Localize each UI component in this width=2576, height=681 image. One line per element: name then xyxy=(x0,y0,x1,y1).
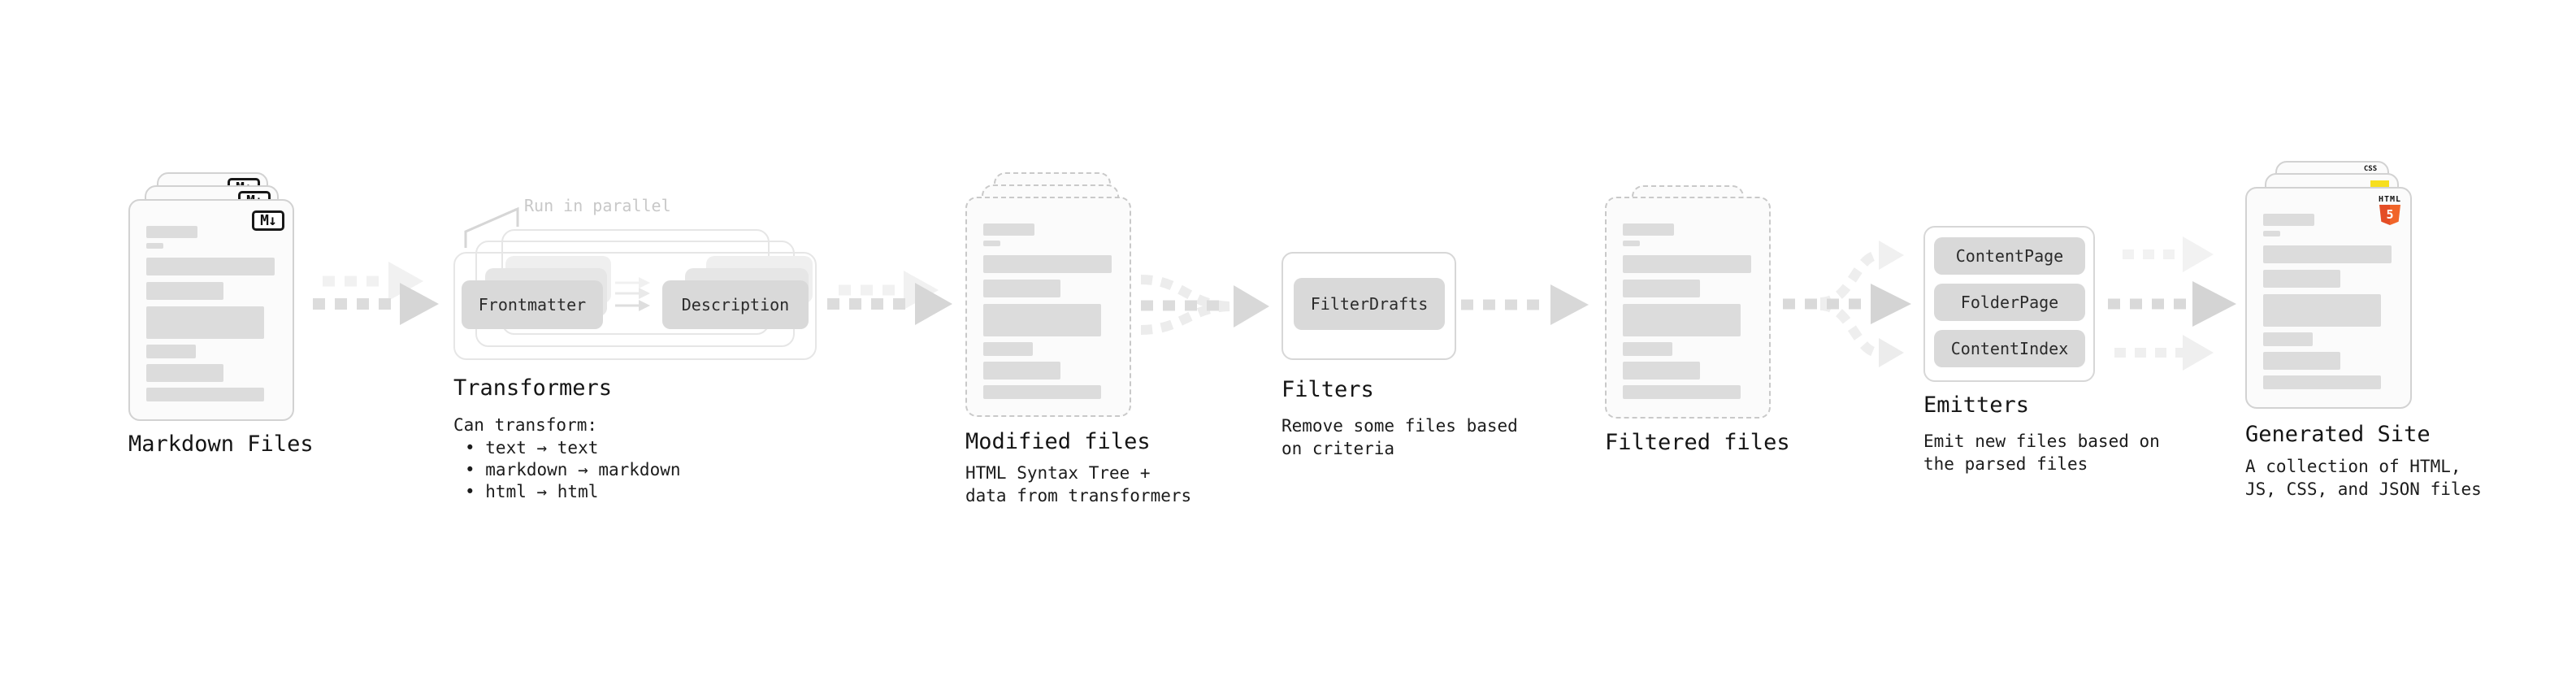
modified-files-title: Modified files xyxy=(965,429,1151,454)
filters-title: Filters xyxy=(1281,377,1374,402)
arrow-filters-to-filtered-icon xyxy=(1461,284,1589,325)
transformer-frontmatter-label: Frontmatter xyxy=(478,295,587,314)
transformers-bullet: • html → html xyxy=(465,482,599,501)
transformers-caption-heading: Can transform: xyxy=(453,415,598,435)
transformers-bullet: • markdown → markdown xyxy=(465,460,681,479)
text-placeholder-bar xyxy=(2263,332,2313,346)
text-placeholder-bar xyxy=(146,282,223,300)
filters-caption: Remove some files based on criteria xyxy=(1281,416,1518,458)
filter-drafts-label: FilterDrafts xyxy=(1310,294,1429,314)
file-card-front: M↓ xyxy=(128,199,294,421)
emitter-contentindex-label: ContentIndex xyxy=(1950,339,2069,358)
text-placeholder-bar xyxy=(2263,270,2340,288)
emitter-contentpage-label: ContentPage xyxy=(1955,246,2064,266)
modified-file-stack xyxy=(965,172,1164,424)
markdown-files-title: Markdown Files xyxy=(128,432,314,457)
emitter-folderpage-label: FolderPage xyxy=(1960,293,2059,312)
text-placeholder-bar xyxy=(983,385,1101,399)
markdown-icon: M↓ xyxy=(252,210,284,231)
parallel-frame-front xyxy=(453,252,817,360)
text-placeholder-bar xyxy=(146,258,275,275)
file-card-front: HTML 5 xyxy=(2245,187,2412,409)
text-placeholder-bar xyxy=(1623,255,1751,273)
emitters-caption: Emit new files based on the parsed files xyxy=(1923,432,2160,474)
modified-files-caption: HTML Syntax Tree + data from transformer… xyxy=(965,463,1192,505)
text-placeholder-bar xyxy=(2263,375,2381,389)
text-placeholder-bar xyxy=(1623,223,1674,236)
filter-drafts-box: FilterDrafts xyxy=(1294,278,1445,330)
emitter-folderpage-box: FolderPage xyxy=(1934,284,2085,321)
text-placeholder-bar xyxy=(1623,304,1741,336)
text-placeholder-bar xyxy=(1623,342,1672,356)
emitter-contentindex-box: ContentIndex xyxy=(1934,330,2085,367)
arrow-emitters-to-site-icon xyxy=(2108,236,2236,371)
text-placeholder-bar xyxy=(146,388,264,401)
transformers-bullet: • text → text xyxy=(465,438,599,458)
generated-site-stack: CSS HTML 5 xyxy=(2245,161,2444,413)
text-placeholder-bar xyxy=(983,241,1000,246)
file-card-front xyxy=(965,197,1131,417)
text-placeholder-bar xyxy=(2263,352,2340,370)
text-placeholder-bar xyxy=(146,243,163,249)
text-placeholder-bar xyxy=(983,362,1060,380)
text-placeholder-bar xyxy=(146,345,196,358)
transformer-description-box: Description xyxy=(662,280,809,329)
text-placeholder-bar xyxy=(2263,294,2381,327)
text-placeholder-bar xyxy=(983,255,1112,273)
text-placeholder-bar xyxy=(146,364,223,382)
transformers-title: Transformers xyxy=(453,375,613,401)
text-placeholder-bar xyxy=(1623,280,1700,297)
generated-site-title: Generated Site xyxy=(2245,422,2431,447)
arrow-markdown-to-transformers-icon xyxy=(313,262,439,325)
emitter-contentpage-box: ContentPage xyxy=(1934,237,2085,275)
emitters-title: Emitters xyxy=(1923,393,2030,418)
text-placeholder-bar xyxy=(146,226,197,238)
transformer-frontmatter-box: Frontmatter xyxy=(462,280,603,329)
text-placeholder-bar xyxy=(1623,362,1700,380)
markdown-file-stack: M↓ M↓ M↓ xyxy=(128,172,327,424)
filtered-file-stack xyxy=(1605,185,1804,429)
text-placeholder-bar xyxy=(983,304,1101,336)
text-placeholder-bar xyxy=(1623,385,1741,399)
text-placeholder-bar xyxy=(983,342,1033,356)
css-icon-label: CSS xyxy=(2363,165,2378,173)
text-placeholder-bar xyxy=(2263,214,2314,226)
arrow-transformers-to-modified-icon xyxy=(827,271,952,325)
file-card-front xyxy=(1605,197,1771,419)
filtered-files-title: Filtered files xyxy=(1605,430,1790,455)
html5-icon-label: HTML xyxy=(2378,195,2402,204)
run-in-parallel-note: Run in parallel xyxy=(524,196,671,215)
transformer-description-label: Description xyxy=(681,295,790,314)
html5-shield: 5 xyxy=(2379,205,2400,225)
text-placeholder-bar xyxy=(1623,241,1640,246)
text-placeholder-bar xyxy=(983,280,1060,297)
text-placeholder-bar xyxy=(2263,245,2392,263)
generated-site-caption: A collection of HTML, JS, CSS, and JSON … xyxy=(2245,457,2482,499)
text-placeholder-bar xyxy=(983,223,1034,236)
html5-icon: HTML 5 xyxy=(2378,195,2402,225)
text-placeholder-bar xyxy=(2263,231,2280,236)
text-placeholder-bar xyxy=(146,306,264,339)
